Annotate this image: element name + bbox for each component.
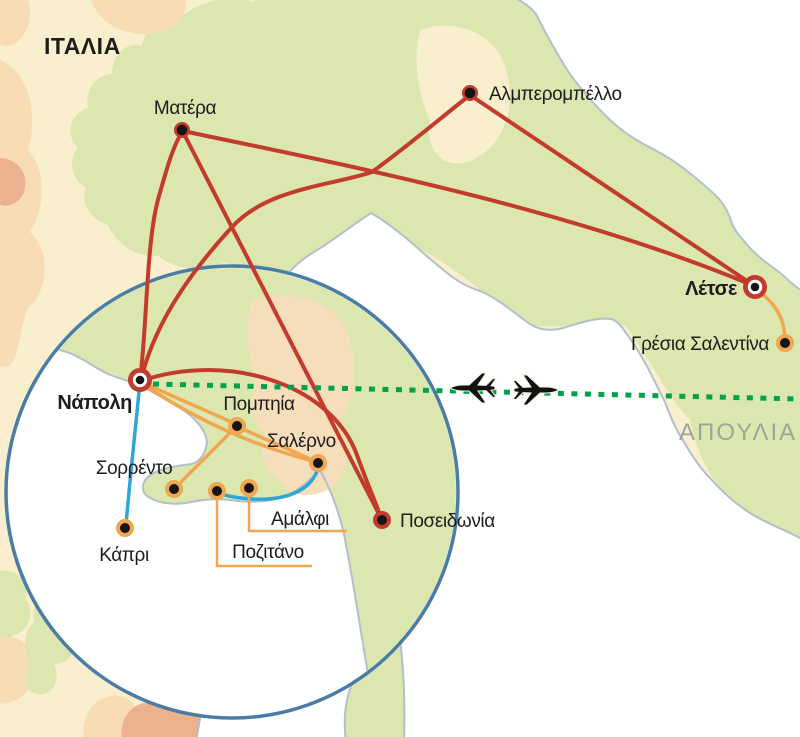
coach-routes — [138, 93, 755, 520]
route-alberobello-lecce — [468, 93, 755, 287]
land-green-main — [70, 0, 800, 544]
green-blob-bottomleft-1 — [0, 570, 31, 638]
city-label-sorrento: Σορρέντο — [96, 458, 173, 479]
country-label-italy: ΙΤΑΛΙΑ — [44, 33, 121, 59]
positano-leader-line — [215, 496, 312, 568]
city-dot-positano — [208, 482, 226, 500]
city-dot-capri — [116, 519, 134, 537]
route-pompeii-salerno — [236, 425, 319, 464]
peach-patch-topleft-corner — [0, 0, 30, 47]
city-dot-naples — [128, 368, 152, 392]
peach-patch-top — [90, 0, 187, 35]
amalfi-leader-line — [247, 495, 347, 533]
route-matera-lecce — [181, 129, 754, 287]
airplane-east-icon — [512, 374, 561, 406]
city-dot-sorrento — [165, 480, 183, 498]
inset-coastline — [8, 340, 378, 716]
city-dot-poseidonia — [373, 511, 391, 529]
city-dot-salerno — [309, 454, 327, 472]
city-dot-pompeii — [228, 417, 246, 435]
city-label-naples: Νάπολη — [57, 392, 132, 414]
route-matera-poseidonia — [181, 130, 383, 520]
airplane-west-icon — [448, 372, 497, 404]
region-label-apulia: ΑΠΟΥΛΙΑ — [679, 419, 797, 446]
boat-route-salerno-amalfi-positano — [216, 465, 320, 501]
inset-tan-patch — [247, 295, 355, 496]
city-label-capri: Κάπρι — [99, 545, 149, 566]
route-naples-salerno — [139, 381, 319, 464]
peach-band-left — [0, 60, 45, 368]
route-naples-matera — [138, 130, 184, 381]
city-dot-alberobello — [462, 85, 478, 101]
city-dot-amalfi — [240, 479, 258, 497]
boat-routes — [124, 390, 320, 526]
city-dot-lecce — [743, 275, 767, 299]
city-label-matera: Ματέρα — [154, 98, 217, 119]
city-label-amalfi: Αμάλφι — [271, 509, 329, 530]
city-label-positano: Ποζιτάνο — [232, 542, 304, 563]
salmon-patch-left — [0, 157, 26, 206]
magnifier-circle — [4, 264, 460, 720]
city-label-grecia-salentina: Γρέσια Σαλεντίνα — [631, 334, 769, 355]
route-naples-pompeii — [139, 380, 238, 426]
route-naples-alberobello — [139, 93, 472, 381]
city-label-alberobello: Αλμπερομπέλλο — [489, 84, 622, 105]
city-label-salerno: Σαλέρνο — [267, 431, 336, 452]
boat-route-naples-capri — [124, 390, 141, 526]
city-label-lecce: Λέτσε — [685, 278, 738, 300]
route-naples-poseidonia — [139, 368, 383, 520]
city-label-pompeii: Πομπηία — [223, 394, 295, 415]
city-dot-matera — [174, 122, 190, 138]
route-pompeii-sorrento — [173, 425, 238, 490]
sea-adriatic — [516, 0, 800, 291]
city-dot-grecia-salentina — [776, 334, 794, 352]
city-label-poseidonia: Ποσειδωνία — [400, 511, 495, 532]
